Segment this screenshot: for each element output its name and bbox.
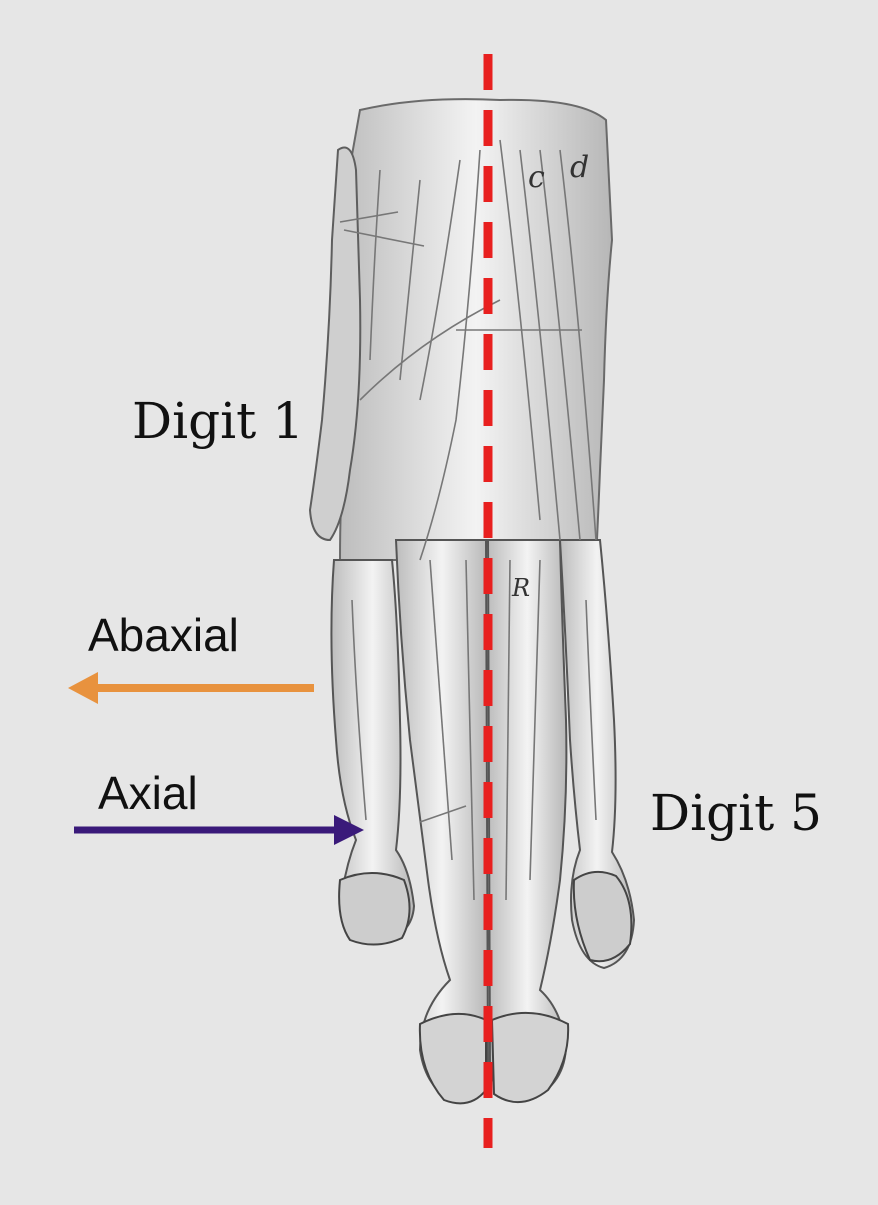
axial-arrow (74, 815, 364, 845)
tendon-lines (339, 139, 597, 901)
abaxial-label: Abaxial (88, 609, 239, 661)
hoof-left-main (418, 1012, 487, 1105)
digit-5-label: Digit 5 (650, 784, 822, 842)
digit-5 (558, 539, 636, 970)
figure-letter-d: d (570, 150, 590, 185)
figure-letter-c: c (528, 160, 545, 195)
figure-letter-r: R (512, 574, 531, 602)
hoof-left-outer (338, 872, 411, 946)
hoof-right-outer (572, 870, 633, 963)
digit-1-label: Digit 1 (132, 392, 304, 450)
digit-1-dewclaw (308, 146, 362, 542)
axial-label: Axial (98, 767, 198, 819)
abaxial-arrow (68, 672, 314, 704)
hoof-right-main (490, 1011, 570, 1103)
